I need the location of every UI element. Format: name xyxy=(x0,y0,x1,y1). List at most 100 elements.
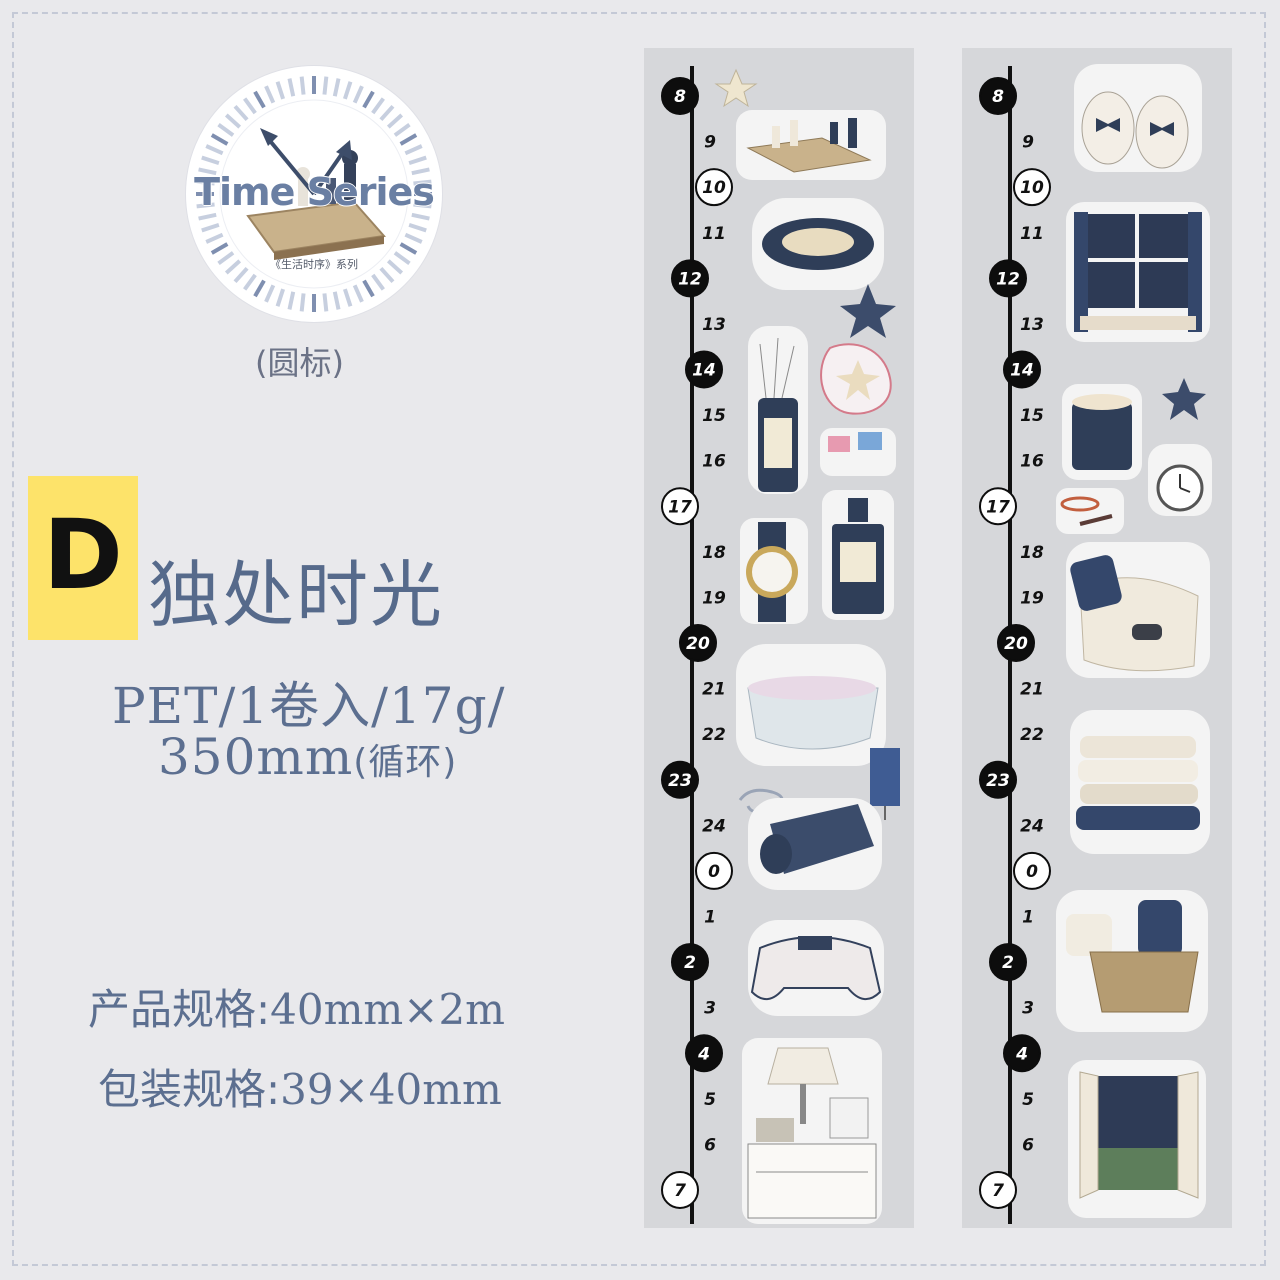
starfish-icon xyxy=(820,343,892,415)
product-spec: 产品规格:40mm×2m xyxy=(88,976,505,1037)
hour-label: 15 xyxy=(1020,406,1044,426)
clock-tick xyxy=(362,90,375,109)
hour-marker xyxy=(979,1171,1017,1209)
spec-line-1: PET/1卷入/17g/ xyxy=(112,677,506,735)
clock-tick xyxy=(399,242,418,255)
package-spec-value: 39×40mm xyxy=(280,1065,502,1114)
hour-label: 10 xyxy=(1020,178,1044,198)
clock-tick xyxy=(233,104,249,122)
window-curtain-icon xyxy=(1066,202,1210,342)
hour-label: 4 xyxy=(697,1044,710,1064)
hair-clip-icon xyxy=(1056,488,1124,534)
clock-tick xyxy=(411,212,430,221)
hour-marker xyxy=(661,487,699,526)
open-window-icon xyxy=(1068,1060,1206,1218)
clock-tick xyxy=(322,76,329,95)
clock-tick xyxy=(198,167,217,176)
alarm-clock-icon xyxy=(1148,444,1212,516)
star-icon xyxy=(714,68,758,108)
star-icon xyxy=(840,284,896,338)
hour-marker xyxy=(1013,851,1051,890)
clock-tick xyxy=(275,81,286,100)
clock-tick xyxy=(287,291,296,310)
package-spec-label: 包装规格: xyxy=(98,1065,281,1114)
hour-label: 20 xyxy=(686,634,710,654)
binder-clip-icon xyxy=(820,428,896,476)
hour-label: 17 xyxy=(668,497,692,517)
hour-marker xyxy=(989,259,1027,298)
hour-label: 14 xyxy=(1010,361,1034,381)
chess-set-icon xyxy=(736,110,886,180)
product-spec-label: 产品规格: xyxy=(88,985,271,1034)
clock-tick xyxy=(198,212,217,221)
clock-tick xyxy=(413,202,432,209)
wristwatch-icon xyxy=(740,518,808,624)
folded-towels-icon xyxy=(1070,710,1210,854)
hour-label: 2 xyxy=(1002,953,1014,973)
hour-marker xyxy=(695,168,733,207)
hour-label: 15 xyxy=(702,406,726,426)
clock-tick xyxy=(411,167,430,176)
hour-label: 17 xyxy=(986,497,1010,517)
clock-tick xyxy=(253,279,266,298)
hour-marker xyxy=(979,77,1017,115)
variant-name: 独处时光 xyxy=(148,553,445,637)
clock-tick xyxy=(224,259,242,275)
variant-badge: D xyxy=(28,476,138,640)
clock-tick xyxy=(352,284,364,303)
hour-label: 5 xyxy=(1022,1090,1034,1110)
hour-label: 6 xyxy=(1022,1135,1034,1155)
perfume-bottle-icon xyxy=(822,490,894,620)
clock-tick xyxy=(210,133,229,146)
time-series-logo: Time Series 《生活时序》系列 xyxy=(186,66,442,322)
hour-label: 7 xyxy=(674,1181,686,1201)
hour-label: 0 xyxy=(1026,862,1038,882)
hour-label: 1 xyxy=(1022,908,1034,928)
clock-tick xyxy=(224,113,242,129)
hour-marker xyxy=(695,851,733,890)
package-spec: 包装规格:39×40mm xyxy=(98,1056,502,1117)
clock-tick xyxy=(210,242,229,255)
blanket-controller-icon xyxy=(1066,542,1210,678)
clock-tick xyxy=(386,113,404,129)
game-controller-icon xyxy=(748,920,884,1016)
clock-tick xyxy=(379,104,395,122)
hour-marker xyxy=(1003,1034,1041,1073)
clock-tick xyxy=(299,293,306,312)
hour-label: 8 xyxy=(674,87,686,107)
clock-tick xyxy=(386,259,404,275)
hour-marker xyxy=(979,487,1017,526)
clock-tick xyxy=(399,133,418,146)
dashed-frame xyxy=(12,12,1266,1266)
chessboard-clock-icon xyxy=(196,76,432,312)
hour-marker xyxy=(661,760,699,799)
hour-label: 23 xyxy=(668,771,692,791)
hour-label: 11 xyxy=(702,224,726,244)
clock-tick xyxy=(379,266,395,284)
variant-letter: D xyxy=(43,499,123,611)
hour-label: 7 xyxy=(992,1181,1004,1201)
clock-tick xyxy=(287,78,296,97)
hour-marker xyxy=(989,943,1027,982)
hour-label: 22 xyxy=(702,725,726,745)
hour-label: 12 xyxy=(996,269,1020,289)
clock-tick xyxy=(233,266,249,284)
clock-tick xyxy=(408,155,427,166)
clock-tick xyxy=(342,81,353,100)
yoga-mat-icon xyxy=(748,798,882,890)
hour-label: 1 xyxy=(704,908,716,928)
clock-tick xyxy=(201,155,220,166)
clock-tick xyxy=(322,293,329,312)
hour-marker xyxy=(1003,350,1041,389)
hour-label: 16 xyxy=(1020,452,1044,472)
hour-label: 13 xyxy=(1020,315,1044,335)
hour-label: 5 xyxy=(704,1090,716,1110)
hour-label: 12 xyxy=(678,269,702,289)
clock-tick xyxy=(413,179,432,186)
clock-tick xyxy=(393,123,411,137)
hour-label: 16 xyxy=(702,452,726,472)
clock-tick xyxy=(299,76,306,95)
